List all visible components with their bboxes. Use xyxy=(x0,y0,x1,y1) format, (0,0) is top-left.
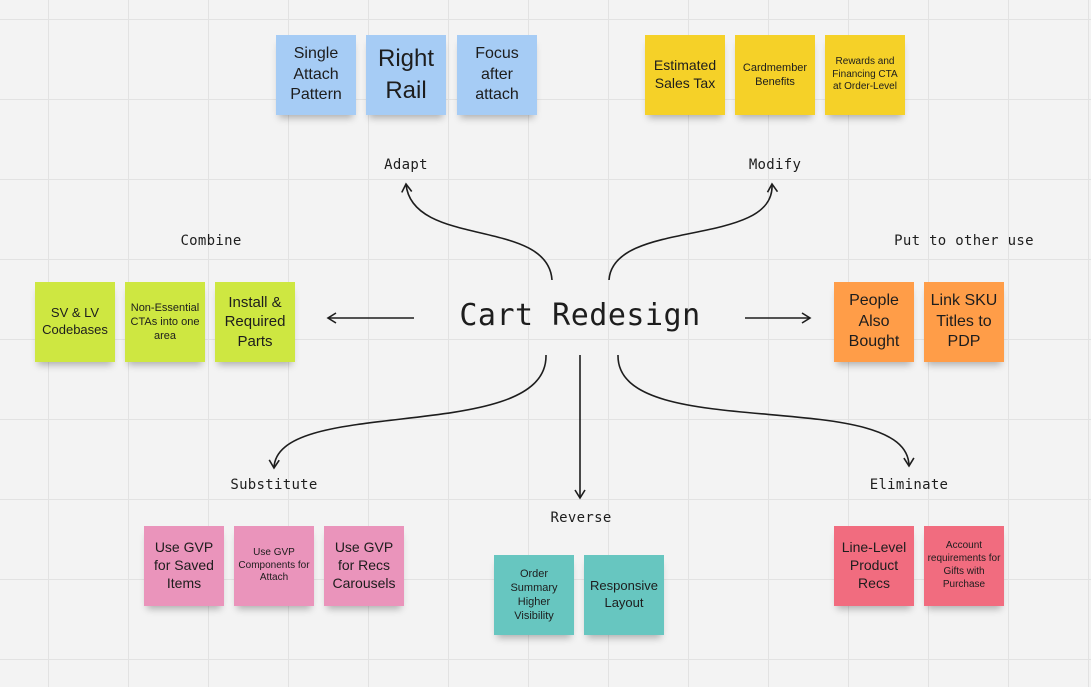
sticky-note-put-to-other-use-2[interactable]: Link SKU Titles to PDP xyxy=(924,282,1004,362)
sticky-note-reverse-2[interactable]: Responsive Layout xyxy=(584,555,664,635)
sticky-note-modify-2[interactable]: Cardmember Benefits xyxy=(735,35,815,115)
sticky-note-adapt-3[interactable]: Focus after attach xyxy=(457,35,537,115)
category-label-adapt[interactable]: Adapt xyxy=(384,157,428,173)
sticky-note-modify-1[interactable]: Estimated Sales Tax xyxy=(645,35,725,115)
arrow-to-eliminate xyxy=(617,354,915,468)
sticky-note-modify-3[interactable]: Rewards and Financing CTA at Order-Level xyxy=(825,35,905,115)
sticky-note-adapt-1[interactable]: Single Attach Pattern xyxy=(276,35,356,115)
sticky-note-combine-2[interactable]: Non-Essential CTAs into one area xyxy=(125,282,205,362)
sticky-note-eliminate-2[interactable]: Account requirements for Gifts with Purc… xyxy=(924,526,1004,606)
category-label-reverse[interactable]: Reverse xyxy=(550,510,612,526)
sticky-note-substitute-3[interactable]: Use GVP for Recs Carousels xyxy=(324,526,404,606)
sticky-note-substitute-2[interactable]: Use GVP Components for Attach xyxy=(234,526,314,606)
sticky-note-combine-3[interactable]: Install & Required Parts xyxy=(215,282,295,362)
category-label-combine[interactable]: Combine xyxy=(180,233,242,249)
sticky-note-put-to-other-use-1[interactable]: People Also Bought xyxy=(834,282,914,362)
category-label-modify[interactable]: Modify xyxy=(748,157,802,173)
center-topic[interactable]: Cart Redesign xyxy=(459,298,701,333)
arrow-to-modify xyxy=(608,182,779,281)
category-label-eliminate[interactable]: Eliminate xyxy=(869,477,949,493)
sticky-note-eliminate-1[interactable]: Line-Level Product Recs xyxy=(834,526,914,606)
sticky-note-adapt-2[interactable]: Right Rail xyxy=(366,35,446,115)
category-label-put-to-other-use[interactable]: Put to other use xyxy=(894,233,1034,249)
sticky-note-substitute-1[interactable]: Use GVP for Saved Items xyxy=(144,526,224,606)
sticky-note-combine-1[interactable]: SV & LV Codebases xyxy=(35,282,115,362)
category-label-substitute[interactable]: Substitute xyxy=(230,477,318,493)
arrow-to-adapt xyxy=(401,182,553,281)
arrow-to-substitute xyxy=(268,354,547,470)
sticky-note-reverse-1[interactable]: Order Summary Higher Visibility xyxy=(494,555,574,635)
